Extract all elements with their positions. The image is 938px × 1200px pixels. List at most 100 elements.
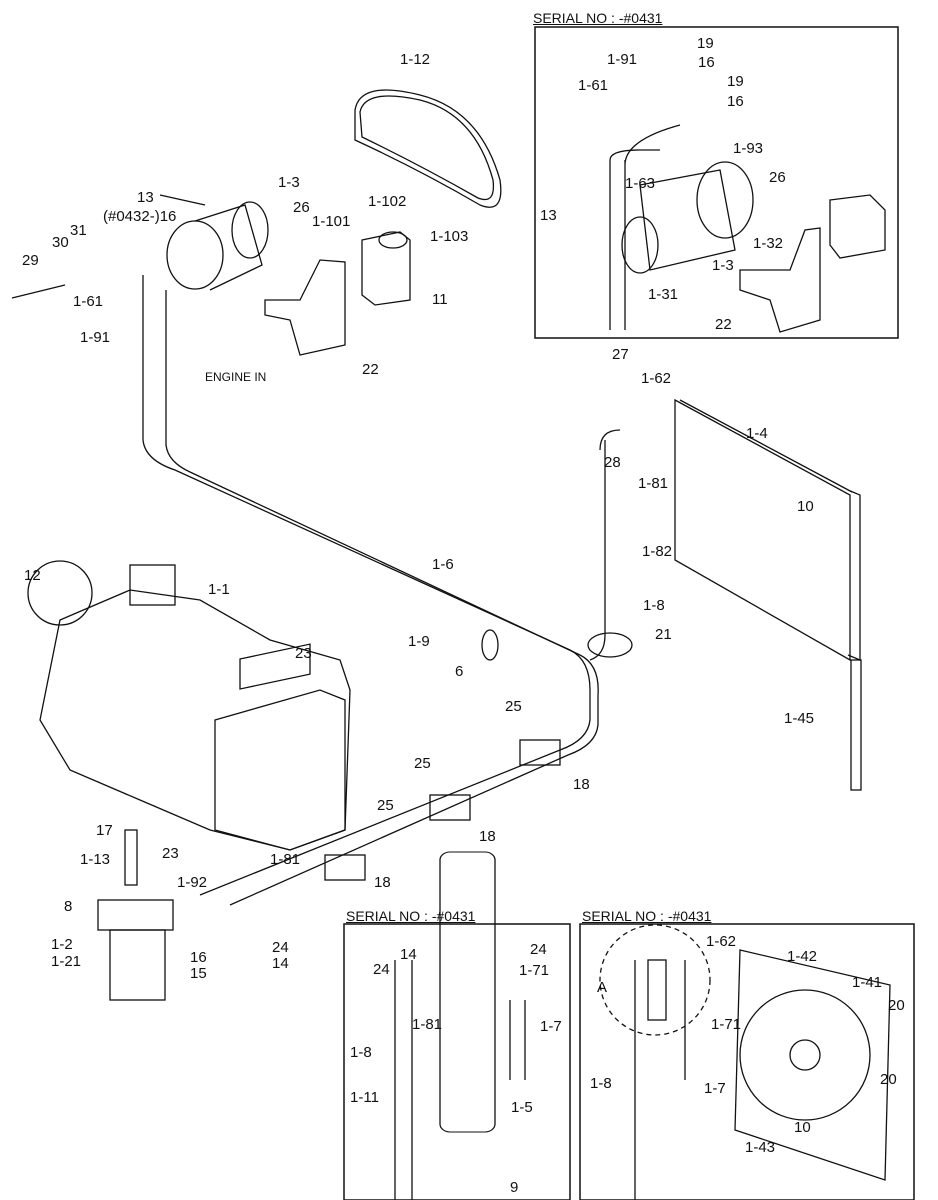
part-label: 1-102 bbox=[368, 193, 407, 210]
part-label: 18 bbox=[573, 776, 590, 793]
pipe-1-9 bbox=[165, 290, 599, 906]
part-label: 1-41 bbox=[852, 974, 883, 991]
bracket-22 bbox=[264, 259, 346, 356]
clamp-18 bbox=[519, 739, 561, 766]
part-label: 25 bbox=[505, 698, 522, 715]
part-label: 19 bbox=[727, 73, 744, 90]
part-label: 24 bbox=[373, 961, 390, 978]
part-label: 21 bbox=[655, 626, 672, 643]
condenser-fan-1-41 bbox=[734, 949, 891, 1181]
part-label: 18 bbox=[374, 874, 391, 891]
part-label: 1-81 bbox=[412, 1016, 443, 1033]
part-label: 1-103 bbox=[430, 228, 469, 245]
detail-circle-12 bbox=[27, 560, 93, 626]
part-label: 1-6 bbox=[432, 556, 454, 573]
part-label: 1-81 bbox=[270, 851, 301, 868]
part-label: 6 bbox=[455, 663, 464, 680]
part-label: 18 bbox=[479, 828, 496, 845]
fan-1-42 bbox=[739, 989, 871, 1121]
part-label: 16 bbox=[190, 949, 207, 966]
bolt-29 bbox=[11, 284, 66, 299]
part-label: 1-12 bbox=[400, 51, 431, 68]
part-label: 1-43 bbox=[745, 1139, 776, 1156]
part-label: 1-21 bbox=[51, 953, 82, 970]
part-label: 1-13 bbox=[80, 851, 111, 868]
part-label: 15 bbox=[190, 965, 207, 982]
compressor bbox=[159, 194, 269, 291]
part-label: 23 bbox=[295, 645, 312, 662]
serial-box-mid bbox=[343, 923, 571, 1200]
serial-note-top: SERIAL NO : -#0431 bbox=[533, 10, 663, 26]
part-label: 17 bbox=[96, 822, 113, 839]
serial-box-top bbox=[534, 26, 899, 339]
part-label: 1-93 bbox=[733, 140, 764, 157]
condenser-1-4 bbox=[674, 398, 851, 662]
belt bbox=[354, 89, 502, 208]
part-label: 20 bbox=[880, 1071, 897, 1088]
part-label: 1-8 bbox=[350, 1044, 372, 1061]
part-label: 1-4 bbox=[746, 425, 768, 442]
part-label: 1-3 bbox=[278, 174, 300, 191]
part-label: 25 bbox=[377, 797, 394, 814]
part-label: 1-45 bbox=[784, 710, 815, 727]
part-label: 1-61 bbox=[73, 293, 104, 310]
control-panel-1-2 bbox=[97, 899, 174, 931]
part-label: 22 bbox=[715, 316, 732, 333]
part-label: 30 bbox=[52, 234, 69, 251]
part-label: 1-31 bbox=[648, 286, 679, 303]
sensor-1-13 bbox=[124, 829, 138, 886]
part-label: 10 bbox=[797, 498, 814, 515]
part-label: 26 bbox=[769, 169, 786, 186]
part-label: 24 bbox=[272, 939, 289, 956]
part-label: 1-7 bbox=[704, 1080, 726, 1097]
part-label: 1-42 bbox=[787, 948, 818, 965]
part-label: 13 bbox=[137, 189, 154, 206]
part-label: 28 bbox=[604, 454, 621, 471]
part-label: 1-101 bbox=[312, 213, 351, 230]
pipe-1-8 bbox=[589, 440, 606, 661]
part-label: 10 bbox=[794, 1119, 811, 1136]
serial-note-middle: SERIAL NO : -#0431 bbox=[346, 908, 476, 924]
part-label: 1-9 bbox=[408, 633, 430, 650]
receiver-drier-1-5 bbox=[439, 851, 496, 1133]
part-label: 1-8 bbox=[590, 1075, 612, 1092]
part-label: 1-91 bbox=[80, 329, 111, 346]
part-label: 22 bbox=[362, 361, 379, 378]
part-label: 9 bbox=[510, 1179, 519, 1196]
part-label: 20 bbox=[888, 997, 905, 1014]
part-label: 12 bbox=[24, 567, 41, 584]
part-label: 1-1 bbox=[208, 581, 230, 598]
part-label: 1-62 bbox=[641, 370, 672, 387]
part-label: 11 bbox=[432, 291, 448, 308]
part-label: 1-3 bbox=[712, 257, 734, 274]
serial-note-right: SERIAL NO : -#0431 bbox=[582, 908, 712, 924]
part-label: 14 bbox=[400, 946, 417, 963]
pipe-1-6 bbox=[142, 275, 591, 896]
serial-box-right bbox=[579, 923, 915, 1200]
part-label: 1-81 bbox=[638, 475, 669, 492]
part-label: 25 bbox=[414, 755, 431, 772]
clutch-unit bbox=[361, 231, 411, 306]
part-label: 1-71 bbox=[711, 1016, 742, 1033]
clamp-21 bbox=[587, 632, 633, 658]
part-label: 13 bbox=[540, 207, 557, 224]
part-label: 1-7 bbox=[540, 1018, 562, 1035]
part-label: 1-2 bbox=[51, 936, 73, 953]
part-label: 1-11 bbox=[350, 1089, 379, 1106]
detail-circle-A bbox=[599, 924, 711, 1036]
part-label: 29 bbox=[22, 252, 39, 269]
part-label: 26 bbox=[293, 199, 310, 216]
part-label: 19 bbox=[697, 35, 714, 52]
part-label: 8 bbox=[64, 898, 73, 915]
receiver-1-45 bbox=[850, 659, 862, 791]
part-label: 1-91 bbox=[607, 51, 638, 68]
part-label: 1-5 bbox=[511, 1099, 533, 1116]
part-label: 31 bbox=[70, 222, 87, 239]
part-label: 23 bbox=[162, 845, 179, 862]
part-label: 14 bbox=[272, 955, 289, 972]
part-label: 1-71 bbox=[519, 962, 550, 979]
heater-unit-1-1 bbox=[39, 589, 351, 851]
part-label: 1-32 bbox=[753, 235, 784, 252]
